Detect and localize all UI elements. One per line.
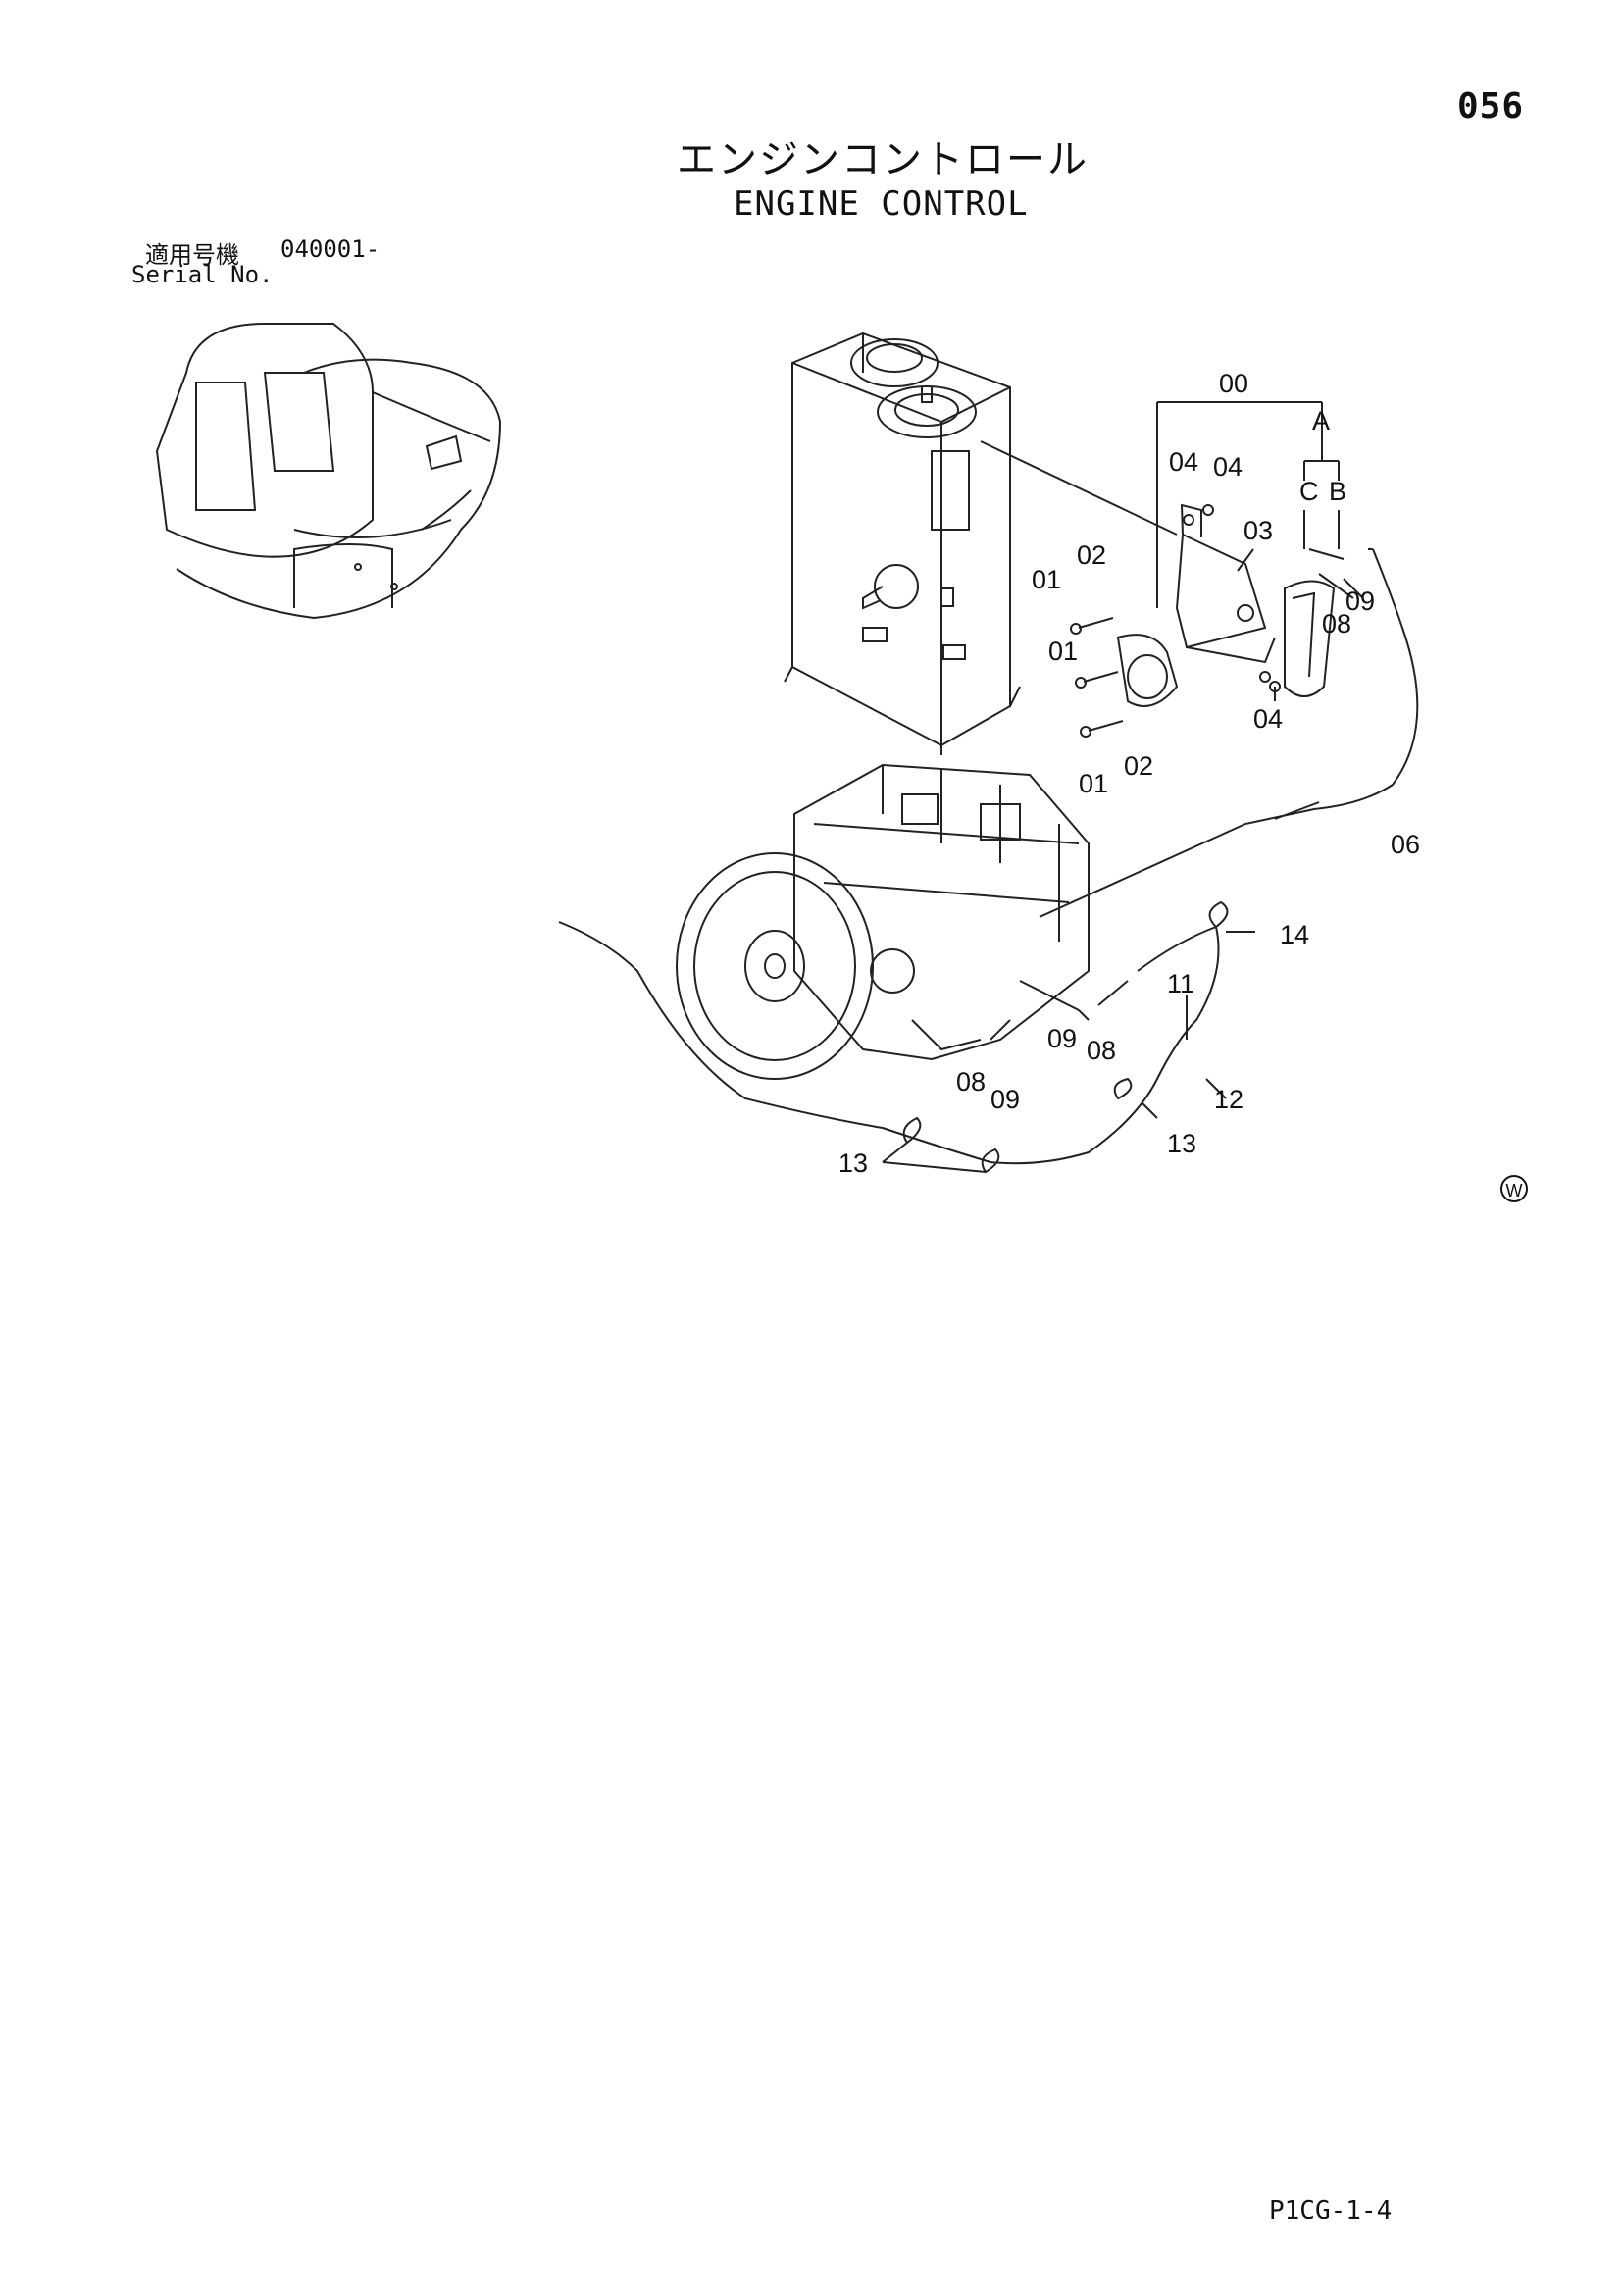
callout-13-b: 13 [1167, 1129, 1196, 1158]
corner-mark-letter: W [1506, 1181, 1523, 1200]
bracket-leader [980, 440, 1178, 536]
cable-06 [1244, 548, 1419, 825]
callout-09-b: 09 [1047, 1024, 1077, 1053]
serial-label-english: Serial No. [131, 261, 274, 288]
callout-13-a: 13 [838, 1148, 868, 1178]
callout-08-b: 08 [1087, 1036, 1116, 1065]
callout-14: 14 [1280, 920, 1309, 949]
callout-11: 11 [1167, 969, 1194, 998]
callout-03: 03 [1243, 516, 1273, 545]
callout-08-c: 08 [956, 1067, 986, 1097]
callout-C: C [1299, 477, 1319, 506]
callout-09-c: 09 [990, 1085, 1020, 1114]
footer-code: P1CG-1-4 [1269, 2196, 1393, 2225]
callout-B: B [1329, 477, 1346, 506]
cable-13 [558, 921, 1220, 1165]
hydraulic-tank [784, 332, 1021, 755]
page-number: 056 [1457, 86, 1525, 127]
callout-04-c: 04 [1253, 704, 1283, 734]
callout-00: 00 [1219, 369, 1248, 398]
callout-02-b: 02 [1124, 751, 1153, 781]
callout-09-a: 09 [1345, 587, 1375, 616]
callout-04-a: 04 [1169, 447, 1198, 477]
link-line [1039, 823, 1246, 918]
callout-06: 06 [1391, 830, 1420, 859]
callout-A: A [1312, 406, 1330, 435]
callout-08-a: 08 [1322, 609, 1351, 638]
sensor-housing [1116, 634, 1179, 707]
callout-01-a: 01 [1032, 565, 1061, 594]
engine-block [676, 763, 1090, 1080]
throttle-control-unit [1284, 580, 1336, 697]
callout-01-c: 01 [1079, 769, 1108, 798]
corner-mark-circle [1500, 1175, 1528, 1202]
callout-12: 12 [1214, 1085, 1243, 1114]
cable-06-boot [1274, 801, 1320, 820]
callout-02-a: 02 [1077, 540, 1106, 570]
excavator-cab-thumbnail [155, 323, 502, 620]
serial-number-value: 040001- [280, 235, 381, 263]
cable-clamps [902, 900, 1229, 1174]
serial-label-japanese: 適用号機 [145, 241, 239, 269]
title-japanese: エンジンコントロール [677, 137, 1089, 182]
callout-04-b: 04 [1213, 452, 1243, 482]
cable-14-end [1137, 926, 1217, 972]
control-bracket [1175, 503, 1276, 664]
callout-01-b: 01 [1048, 637, 1078, 666]
bolts [1070, 504, 1281, 738]
title-english: ENGINE CONTROL [734, 184, 1029, 224]
